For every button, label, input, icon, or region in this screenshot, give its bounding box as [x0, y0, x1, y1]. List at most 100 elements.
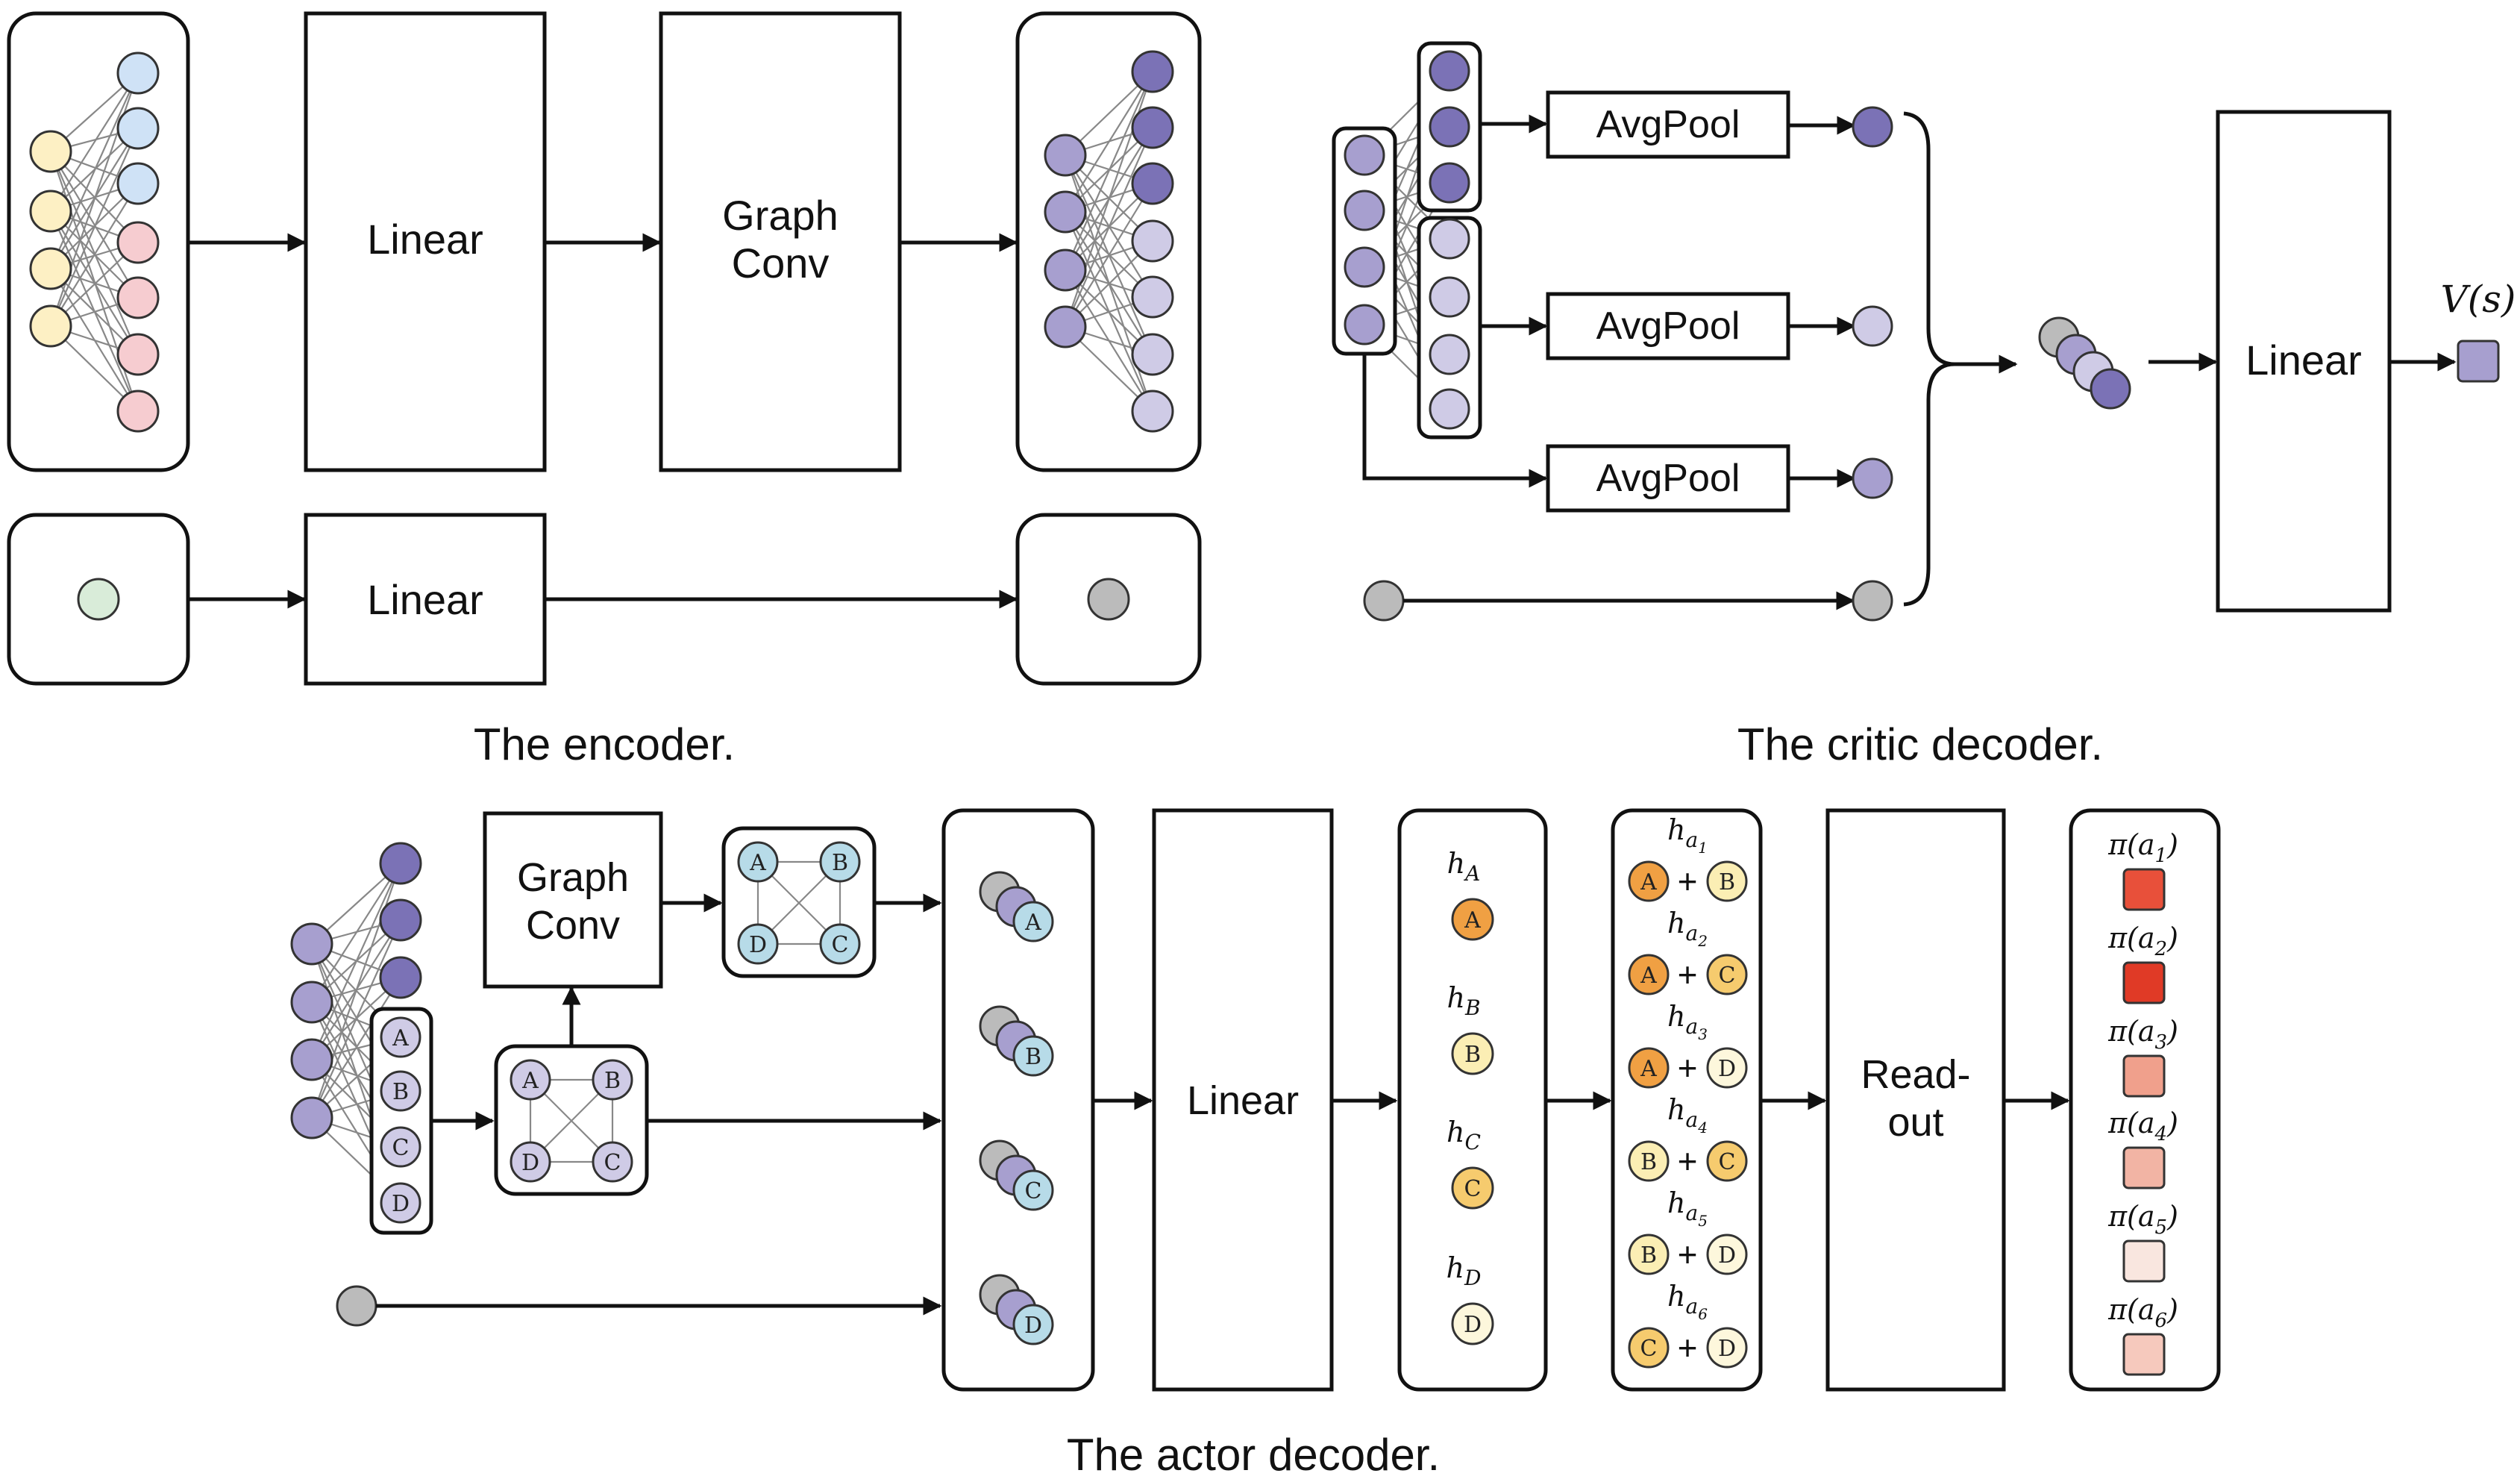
critic-avgpool-1-label: AvgPool	[1596, 103, 1740, 146]
encoder-global-linear-label: Linear	[367, 576, 483, 623]
critic-hidden-node	[1429, 162, 1470, 204]
policy-probability-square	[2122, 1333, 2166, 1376]
critic-concat-brace	[1903, 111, 1955, 607]
node-letter: B	[1719, 869, 1735, 895]
letter-node	[1628, 1047, 1670, 1089]
node-letter: C	[1640, 1336, 1658, 1362]
node-letter: A	[749, 850, 766, 876]
encoder-output-nodes	[1044, 50, 1174, 433]
edge-line	[50, 72, 139, 212]
letter-node	[1706, 1140, 1748, 1182]
encoder-input-node	[29, 190, 72, 233]
encoder-global-output-node	[1087, 578, 1130, 621]
critic-pooled-node-4	[1852, 580, 1893, 622]
node-letter: C	[392, 1135, 410, 1161]
critic-node	[1344, 190, 1385, 231]
letter-node	[1451, 1032, 1494, 1075]
embedding-label: hA	[1447, 847, 1481, 886]
actor-input-node	[290, 1096, 333, 1139]
critic-hidden-node	[1429, 218, 1470, 260]
letter-node	[737, 841, 779, 883]
critic-linear-label: Linear	[2245, 337, 2362, 384]
actor-hidden-node	[379, 842, 422, 885]
encoder-hidden-node	[116, 333, 160, 376]
encoder-input-node	[29, 130, 72, 173]
node-letter: B	[1025, 1044, 1041, 1070]
letter-node	[1706, 954, 1748, 995]
node-letter: A	[1640, 963, 1657, 989]
node-letter: D	[1718, 1242, 1736, 1269]
edge-line	[49, 151, 140, 355]
letter-node	[380, 1016, 421, 1058]
node-letter: D	[749, 932, 767, 958]
policy-label: π(a2)	[2107, 922, 2178, 960]
node-letter: D	[1464, 1312, 1482, 1338]
pair-label: ha5	[1667, 1186, 1708, 1230]
node-letter: B	[832, 850, 848, 876]
edge-line	[49, 128, 140, 327]
letter-node	[1451, 1302, 1494, 1345]
plus-sign: +	[1678, 1142, 1698, 1181]
policy-probability-square	[2122, 1054, 2166, 1098]
pair-label: ha3	[1667, 1000, 1708, 1043]
critic-node	[1344, 134, 1385, 176]
actor-input-node	[290, 981, 333, 1024]
encoder-caption: The encoder.	[474, 719, 735, 769]
actor-linear-label: Linear	[1187, 1078, 1299, 1123]
encoder-output-node	[1044, 134, 1087, 177]
encoder-input-graph-box	[7, 11, 190, 472]
edge-line	[310, 863, 402, 1060]
encoder-graphconv-label-line1: Graph	[722, 192, 839, 239]
critic-global-input-node	[1363, 580, 1405, 622]
encoder-output-hidden-node	[1131, 390, 1174, 433]
plus-sign: +	[1678, 955, 1698, 994]
letter-node	[1628, 1234, 1670, 1275]
policy-label: π(a6)	[2107, 1293, 2178, 1332]
encoder-hidden-node	[116, 51, 160, 95]
policy-probability-square	[2122, 961, 2166, 1004]
encoder-hidden-node	[116, 276, 160, 319]
letter-node	[1012, 1169, 1054, 1211]
actor-graphconv-box	[483, 811, 663, 989]
actor-hidden-node	[379, 898, 422, 942]
actor-policy-outputs: π(a1)π(a2)π(a3)π(a4)π(a5)π(a6)	[2107, 828, 2178, 1376]
encoder-hidden-node	[116, 107, 160, 150]
embedding-label: hC	[1447, 1116, 1481, 1154]
critic-hidden-node	[1429, 50, 1470, 92]
encoder-output-hidden-node	[1131, 162, 1174, 205]
edge-line	[50, 183, 139, 327]
actor-hidden-node	[379, 956, 422, 999]
letter-node	[1706, 1327, 1748, 1369]
node-letter: A	[1464, 907, 1481, 934]
letter-node	[1012, 1035, 1054, 1077]
plus-sign: +	[1678, 1048, 1698, 1087]
encoder-output-hidden-node	[1131, 275, 1174, 319]
critic-arrow-skip	[1362, 354, 1548, 488]
node-letter: C	[604, 1150, 621, 1176]
encoder-hidden-node	[116, 221, 160, 264]
critic-value-node	[2457, 340, 2500, 383]
edge-line	[1065, 71, 1153, 213]
encoder-graphconv-label-line2: Conv	[732, 240, 830, 287]
letter-node	[380, 1126, 421, 1168]
critic-hidden-node	[1429, 388, 1470, 430]
actor-readout-label-line1: Read-	[1861, 1052, 1970, 1097]
plus-sign: +	[1678, 1235, 1698, 1274]
critic-linear-box	[2216, 110, 2392, 613]
pair-label: ha1	[1667, 813, 1708, 857]
policy-probability-square	[2122, 1239, 2166, 1283]
letter-node	[510, 1141, 551, 1183]
letter-node	[1451, 898, 1494, 941]
encoder-output-node	[1044, 190, 1087, 234]
critic-value-label: V(s)	[2441, 278, 2516, 321]
node-letter: C	[1464, 1176, 1482, 1202]
letter-node	[819, 923, 861, 965]
critic-hidden-node	[1429, 276, 1470, 318]
letter-node	[380, 1182, 421, 1224]
node-letter: D	[1718, 1336, 1736, 1362]
letter-node	[1012, 1304, 1054, 1345]
